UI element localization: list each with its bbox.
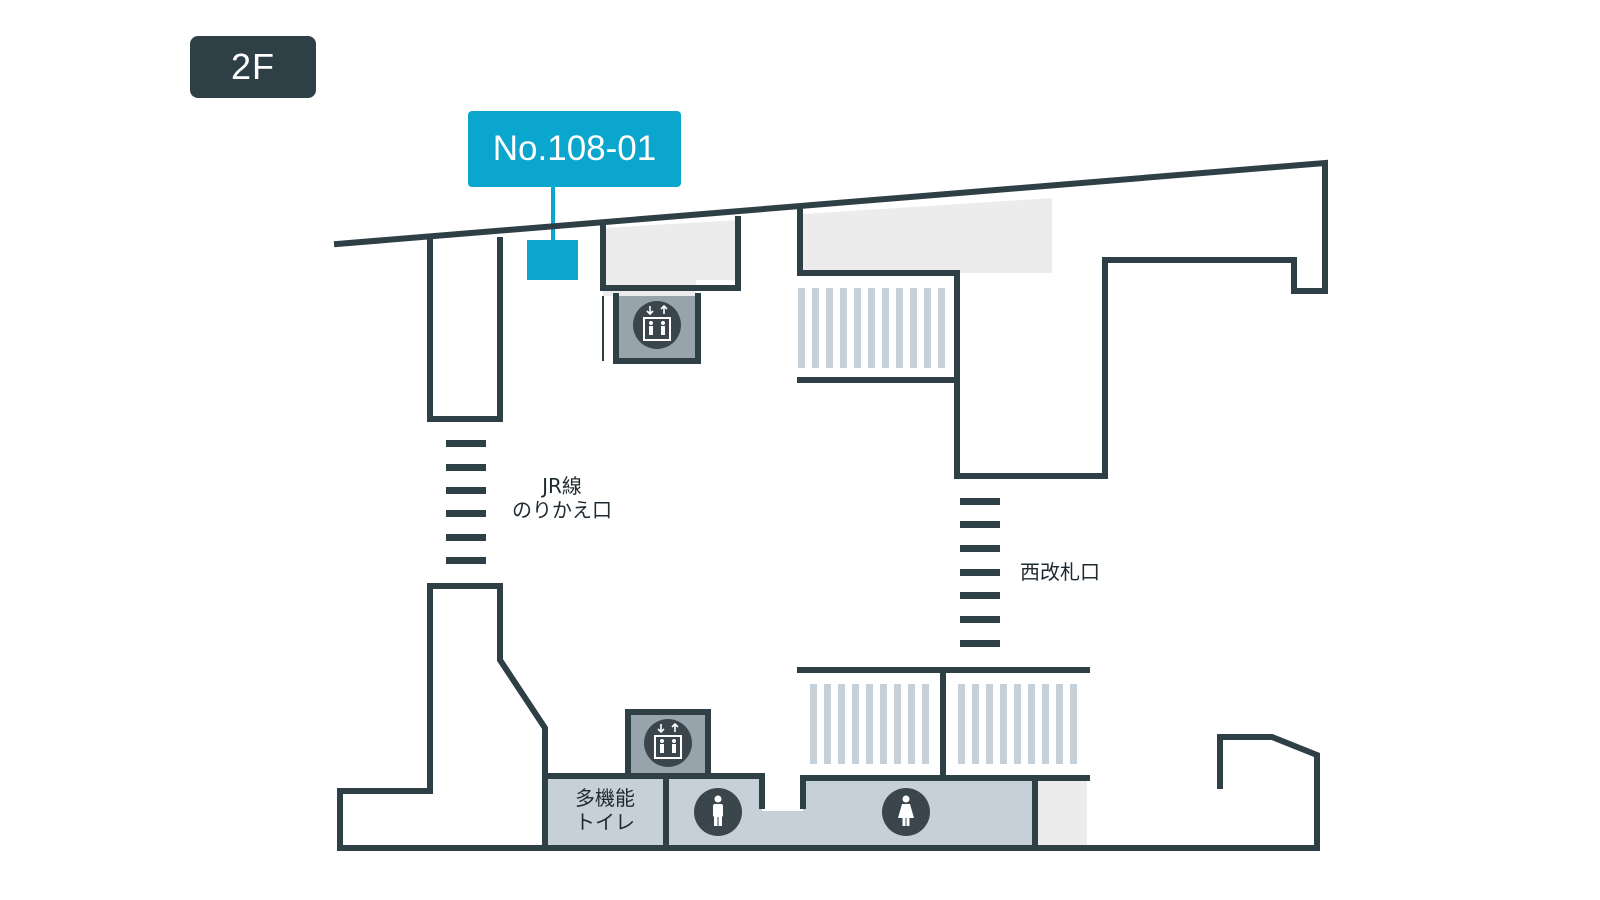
womens-restroom-icon [882,788,930,836]
jr-gate-markings [446,440,486,564]
walls [333,159,1328,851]
multi-toilet-label-line1: 多機能 [575,786,635,810]
location-marker[interactable] [527,240,578,280]
multi-toilet-label: 多機能 トイレ [560,786,650,834]
toilet-areas [546,776,1035,848]
location-callout[interactable]: No.108-01 [468,111,681,187]
west-gate-text: 西改札口 [1020,560,1100,584]
stairs-south-right [958,684,1077,764]
stairs-south-left [810,684,929,764]
jr-transfer-label-line2: のりかえ口 [512,498,612,522]
floor-label: 2F [230,46,275,87]
jr-transfer-label-line1: JR線 [542,474,582,498]
west-gate-markings [960,498,1000,647]
elevator-icon [633,301,681,349]
multi-toilet-label-line2: トイレ [575,810,635,834]
location-id: No.108-01 [492,129,657,168]
stairs-north [798,288,945,368]
jr-transfer-gate-label: JR線 のりかえ口 [512,474,612,522]
mens-restroom-icon [694,788,742,836]
elevator-icon [644,719,692,767]
shop-areas [603,198,1087,848]
floor-badge: 2F [190,36,316,98]
west-gate-label: 西改札口 [1020,560,1130,584]
